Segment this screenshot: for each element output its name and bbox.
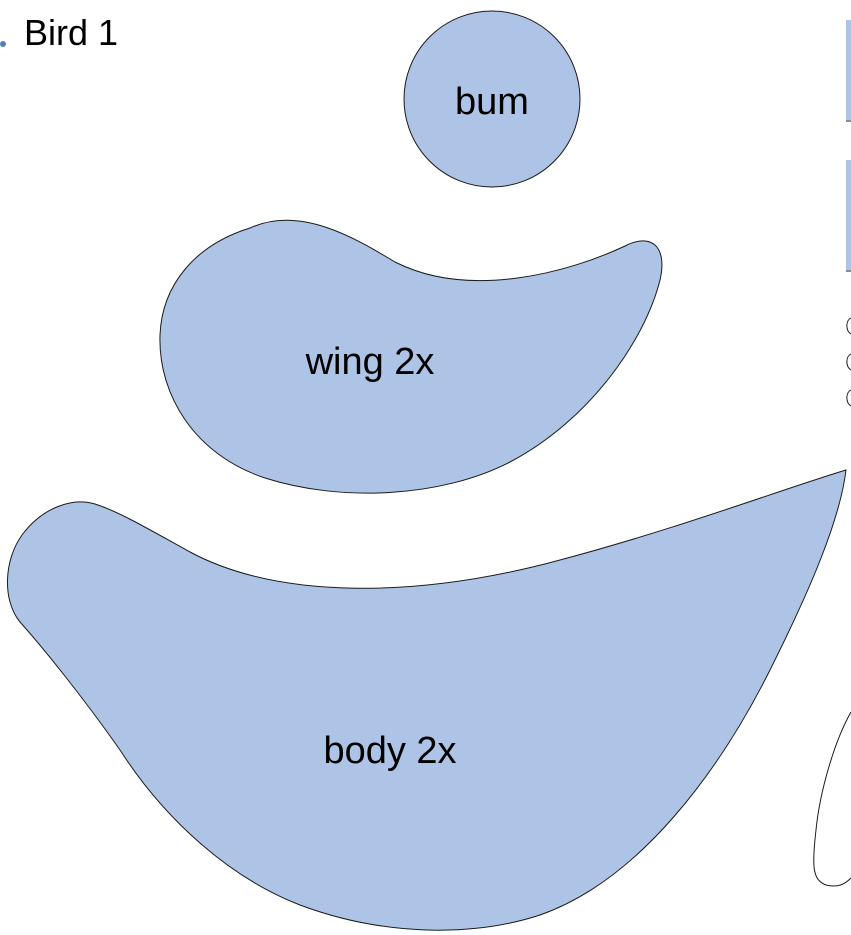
wing-piece bbox=[159, 219, 663, 494]
partial-outline-piece bbox=[813, 711, 851, 887]
wing-label: wing 2x bbox=[305, 341, 435, 383]
body-label: body 2x bbox=[323, 730, 456, 772]
body-piece bbox=[7, 469, 847, 931]
panel-top-right bbox=[846, 20, 851, 120]
edge-fragment-1 bbox=[846, 317, 851, 335]
bum-label: bum bbox=[455, 81, 529, 123]
edge-fragment-2 bbox=[846, 353, 851, 371]
panel-middle-right bbox=[846, 160, 851, 270]
edge-fragment-3 bbox=[846, 389, 851, 407]
page-title: Bird 1 bbox=[24, 12, 118, 53]
title-bullet bbox=[0, 41, 6, 47]
bum-piece bbox=[403, 10, 581, 188]
